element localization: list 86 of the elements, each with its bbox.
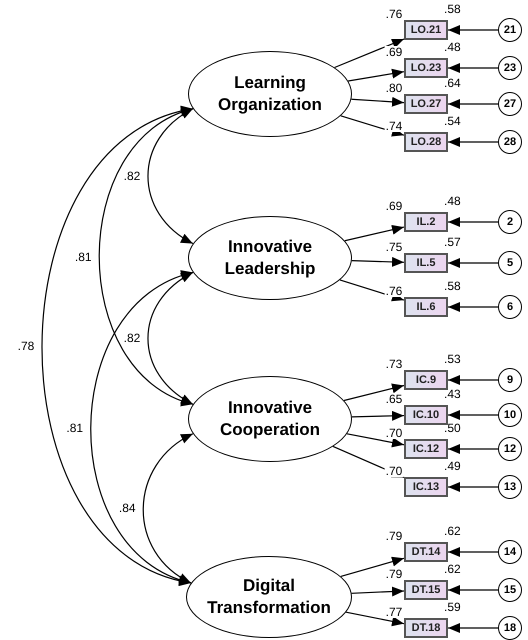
arrow [448, 585, 498, 595]
edge-label: .82 [122, 170, 142, 182]
edge-label: .84 [118, 502, 137, 514]
edge-label: .77 [384, 606, 404, 618]
arrow [448, 444, 498, 454]
arrow [352, 256, 404, 267]
edge-label: .76 [384, 8, 404, 20]
r-squared-value: .49 [444, 460, 461, 472]
r-squared-value: .54 [444, 115, 461, 127]
edge-label: .69 [384, 46, 404, 58]
r-squared-value: .48 [444, 41, 461, 53]
indicator-box: DT.15 [404, 580, 448, 600]
indicator-box: IC.10 [404, 405, 448, 425]
indicator-box: IL.5 [404, 253, 448, 273]
arrow [352, 586, 404, 596]
latent-variable-ellipse: Learning Organization [188, 51, 352, 137]
arrow [448, 258, 498, 268]
indicator-box: LO.28 [404, 132, 448, 152]
covariance-arrow [147, 272, 194, 405]
arrow [344, 224, 404, 242]
indicator-box: IC.12 [404, 439, 448, 459]
arrow [346, 433, 404, 448]
indicator-box: DT.18 [404, 618, 448, 638]
edge-label: .74 [384, 120, 404, 132]
arrow [348, 68, 404, 82]
arrow [448, 217, 498, 227]
arrow [448, 375, 498, 385]
indicator-box: LO.23 [404, 58, 448, 78]
indicator-box: IC.13 [404, 477, 448, 497]
indicator-box: IL.2 [404, 212, 448, 232]
r-squared-value: .59 [444, 601, 461, 613]
arrow [334, 38, 404, 68]
indicator-box: IL.6 [404, 297, 448, 317]
r-squared-value: .53 [444, 353, 461, 365]
r-squared-value: .58 [444, 3, 461, 15]
edge-label: .70 [384, 427, 404, 439]
r-squared-value: .50 [444, 422, 461, 434]
r-squared-value: .43 [444, 388, 461, 400]
arrow [448, 25, 498, 35]
edge-label: .78 [16, 340, 36, 352]
arrow [448, 410, 498, 420]
arrow [352, 410, 404, 421]
edge-label: .79 [384, 530, 404, 542]
arrow [448, 99, 498, 109]
arrow [448, 623, 498, 633]
indicator-box: LO.27 [404, 94, 448, 114]
edge-label: .80 [384, 82, 404, 94]
arrow [346, 612, 404, 626]
edge-label: .81 [65, 422, 84, 434]
indicator-box: DT.14 [404, 542, 448, 562]
arrow [448, 482, 498, 492]
arrow [344, 384, 404, 402]
r-squared-value: .64 [444, 77, 461, 89]
edge-label: .69 [384, 200, 404, 212]
arrow [448, 63, 498, 73]
covariance-arrow [42, 108, 194, 584]
covariance-arrow [90, 272, 194, 584]
covariance-arrow [142, 433, 194, 584]
r-squared-value: .58 [444, 280, 461, 292]
arrow [340, 556, 404, 577]
edge-label: .82 [122, 332, 142, 344]
r-squared-value: .62 [444, 563, 461, 575]
r-squared-value: .57 [444, 236, 461, 248]
edge-label: .81 [74, 250, 93, 262]
arrow [340, 279, 404, 302]
arrow [351, 96, 404, 107]
covariance-arrow [98, 108, 194, 405]
edge-label: .70 [384, 465, 404, 477]
indicator-box: LO.21 [404, 20, 448, 40]
arrow [332, 446, 404, 478]
r-squared-value: .48 [444, 195, 461, 207]
edge-label: .65 [384, 393, 404, 405]
edge-label: .75 [384, 241, 404, 253]
latent-variable-ellipse: Innovative Leadership [188, 216, 352, 300]
arrow [448, 137, 498, 147]
covariance-arrow [147, 108, 194, 244]
edge-label: .79 [384, 568, 404, 580]
latent-variable-ellipse: Digital Transformation [186, 556, 352, 638]
latent-variable-ellipse: Innovative Cooperation [188, 376, 352, 462]
edge-label: .76 [384, 285, 404, 297]
indicator-box: IC.9 [404, 370, 448, 390]
arrow [340, 115, 404, 136]
arrow [448, 547, 498, 557]
edge-label: .73 [384, 358, 404, 370]
r-squared-value: .62 [444, 525, 461, 537]
arrow [448, 302, 498, 312]
